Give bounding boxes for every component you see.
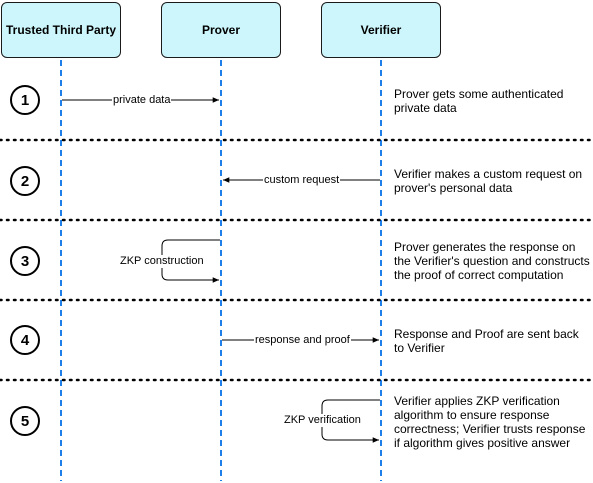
message-label-zkp-construction: ZKP construction (119, 255, 205, 268)
step-1-description-line: private data (394, 101, 457, 115)
actor-trusted-third-party: Trusted Third Party (1, 2, 121, 58)
step-3-description: Prover generates the response on the Ver… (394, 240, 590, 282)
step-4-description: Response and Proof are sent back to Veri… (394, 327, 590, 355)
actor-verifier: Verifier (321, 2, 441, 58)
step-3-marker: 3 (10, 246, 40, 276)
step-5-description: Verifier applies ZKP verification algori… (394, 394, 590, 450)
actor-prover: Prover (161, 2, 281, 58)
step-3-description-line: the Verifier's question and constructs (394, 254, 590, 268)
step-1-description: Prover gets some authenticated private d… (394, 87, 590, 115)
step-5-description-line: Verifier applies ZKP verification (394, 394, 560, 408)
step-4-description-line: to Verifier (394, 341, 445, 355)
step-5-description-line: algorithm to ensure response (394, 408, 550, 422)
step-2-description-line: prover's personal data (394, 181, 513, 195)
step-3-description-line: Prover generates the response on (394, 240, 576, 254)
message-label-private-data: private data (112, 94, 172, 107)
step-2-description: Verifier makes a custom request on prove… (394, 167, 590, 195)
step-3-description-line: the proof of correct computation (394, 268, 564, 282)
step-5-description-line: correctness; Verifier trusts response (394, 422, 586, 436)
message-label-zkp-verification: ZKP verification (283, 414, 362, 427)
step-2-description-line: Verifier makes a custom request on (394, 167, 583, 181)
step-1-marker: 1 (10, 85, 40, 115)
step-1-description-line: Prover gets some authenticated (394, 87, 564, 101)
step-4-marker: 4 (10, 325, 40, 355)
step-4-description-line: Response and Proof are sent back (394, 327, 579, 341)
step-5-description-line: if algorithm gives positive answer (394, 436, 571, 450)
step-2-marker: 2 (10, 166, 40, 196)
message-label-custom-request: custom request (263, 174, 341, 187)
message-label-response-and-proof: response and proof (254, 334, 351, 347)
step-5-marker: 5 (10, 406, 40, 436)
